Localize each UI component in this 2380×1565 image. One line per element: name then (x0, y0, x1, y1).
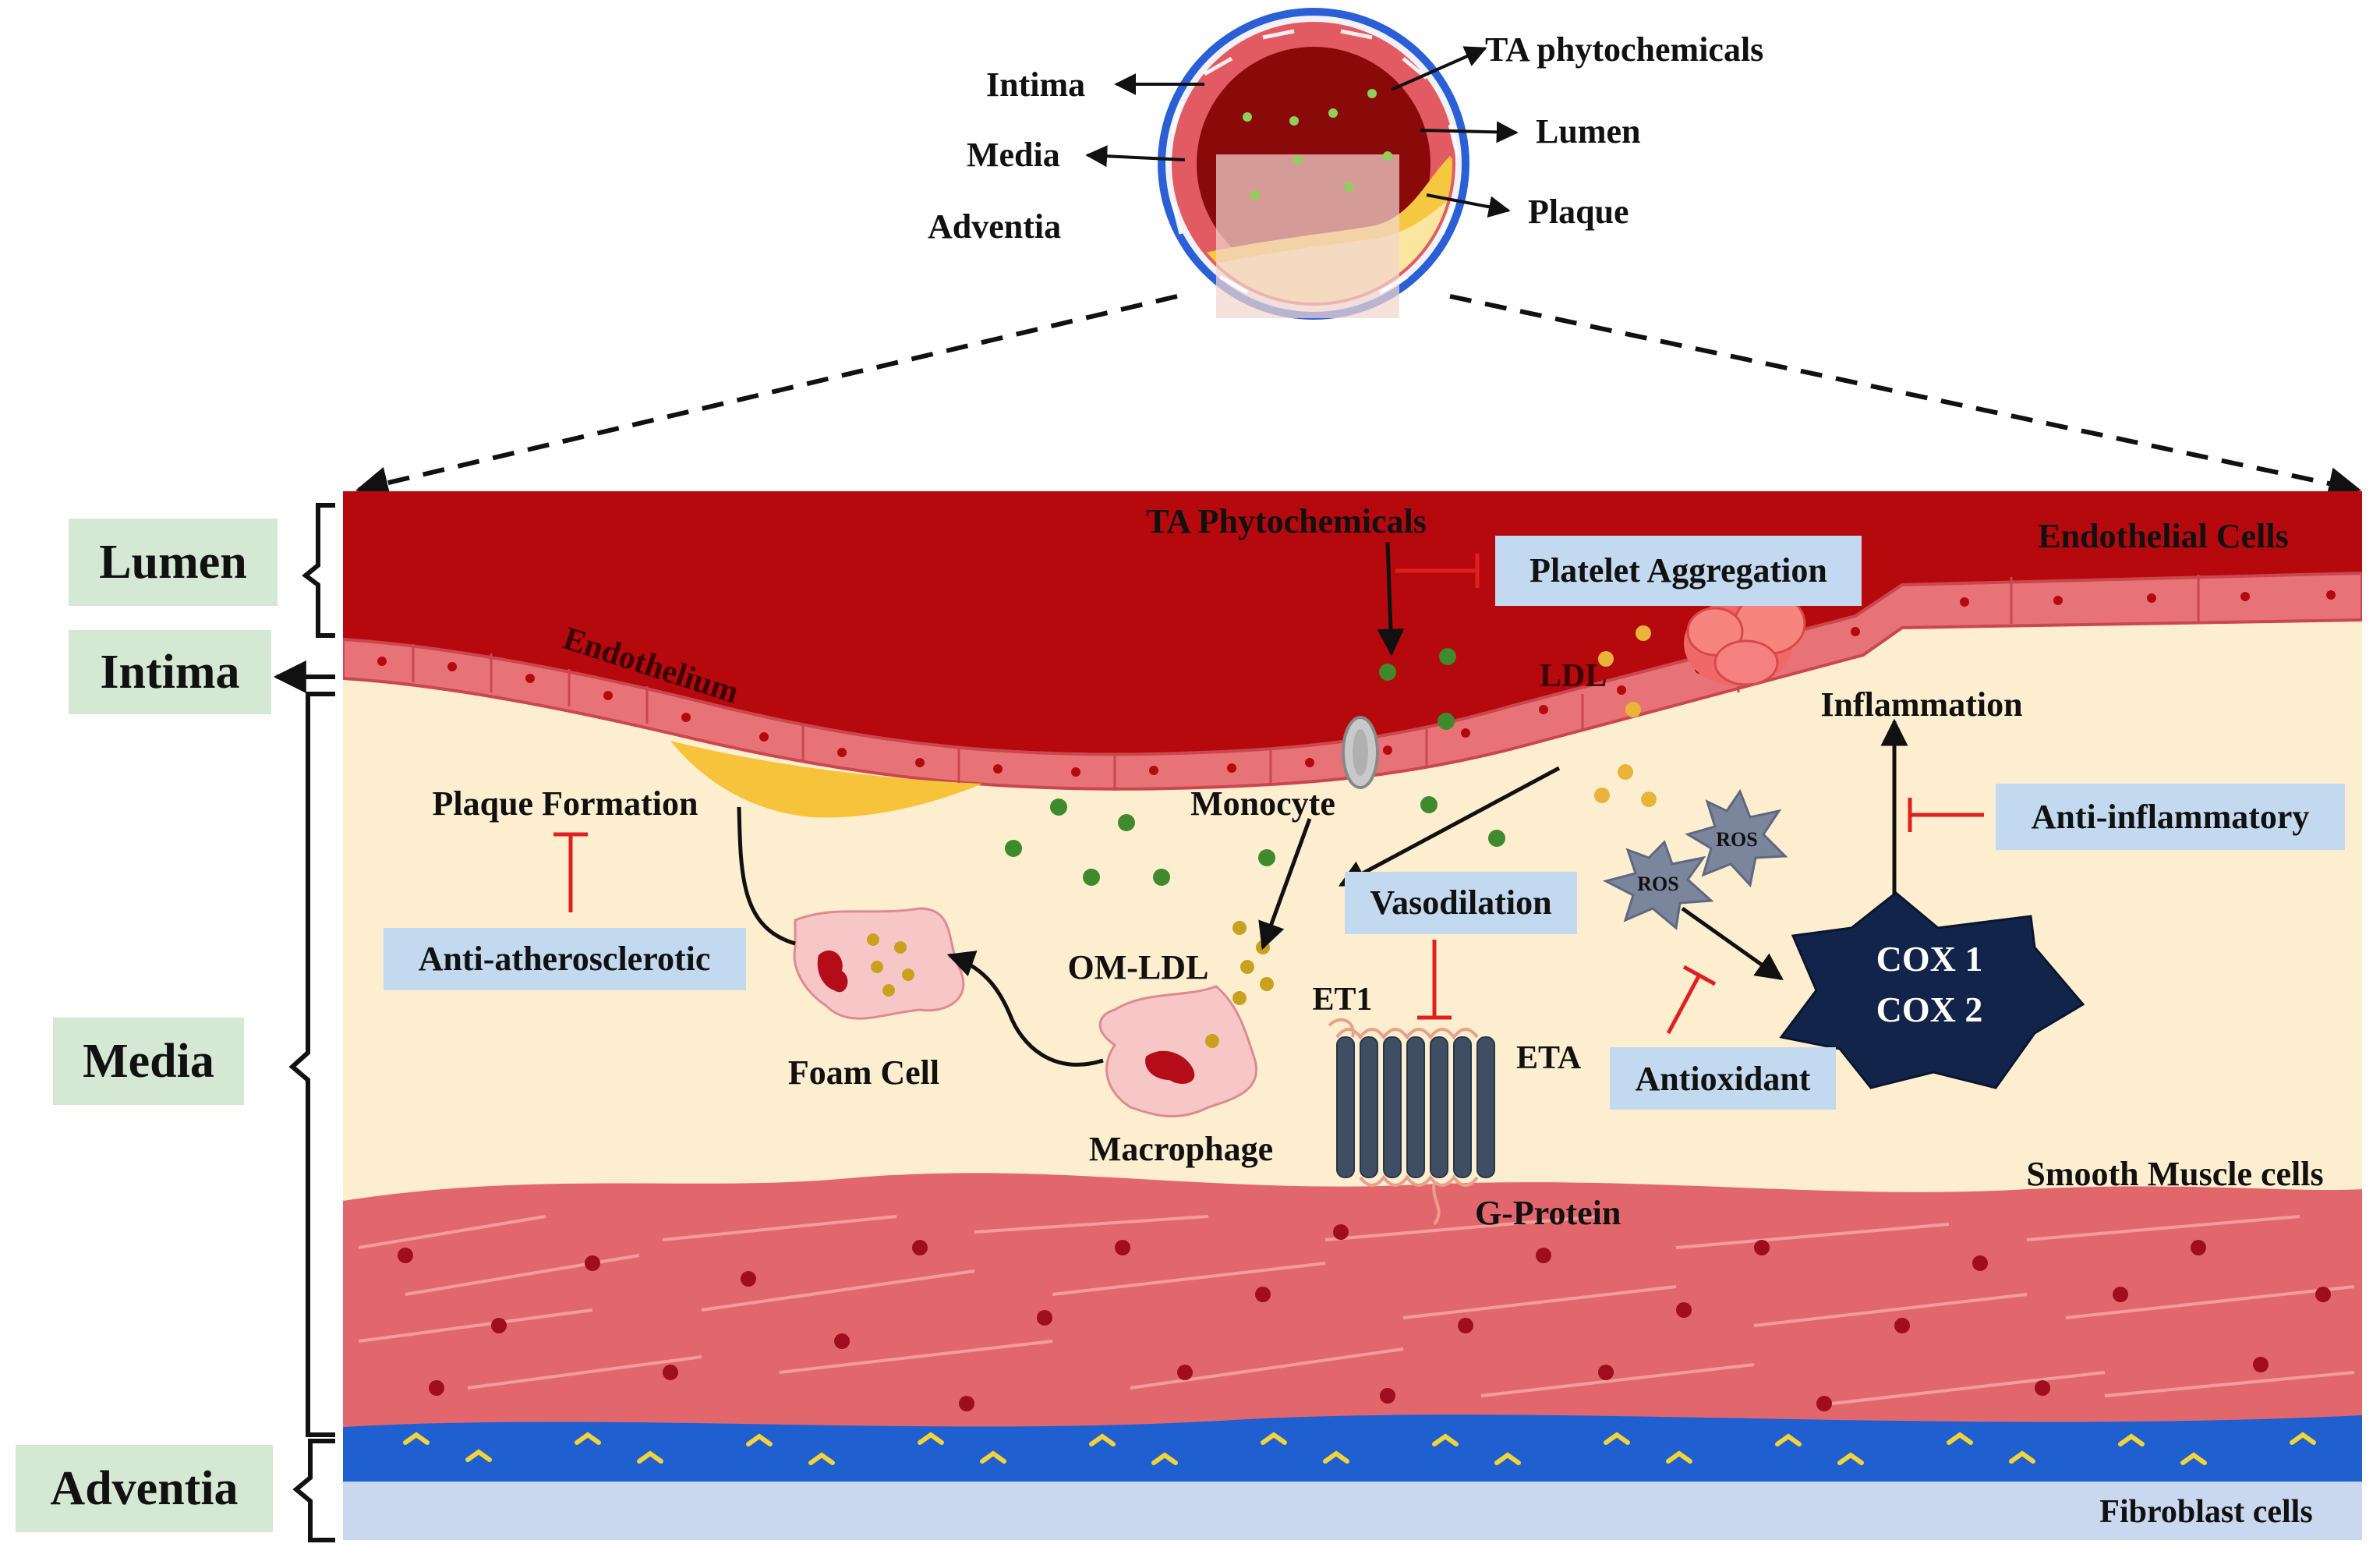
platelet-clot (1684, 593, 1806, 686)
smooth-muscle-nuclei (398, 1224, 2331, 1411)
anti-atherosclerotic-box: Anti-atherosclerotic (384, 928, 746, 990)
cox2-label: COX 2 (1876, 990, 1983, 1029)
endothelium-layer (343, 571, 2362, 791)
monocyte-cell (1342, 716, 1379, 789)
platelet-aggregation-box: Platelet Aggregation (1495, 536, 1862, 606)
plaque (670, 741, 982, 818)
platelet-aggregation-label: Platelet Aggregation (1529, 551, 1827, 590)
anti-atherosclerotic-label: Anti-atherosclerotic (419, 940, 711, 978)
overview-ta-phytochemicals-label: TA phytochemicals (1485, 30, 1763, 69)
antioxidant-box: Antioxidant (1610, 1047, 1836, 1110)
anti-inflammatory-label: Anti-inflammatory (2032, 798, 2310, 836)
ros-label: ROS (1716, 828, 1757, 851)
ros-label: ROS (1637, 873, 1678, 895)
lumen-region-box: Lumen (69, 519, 278, 606)
intima-region-box: Intima (69, 630, 271, 714)
overview-lumen-label: Lumen (1536, 112, 1640, 150)
vessel-phytochemicals (1243, 89, 1392, 200)
vasodilation-label: Vasodilation (1370, 883, 1551, 922)
monocyte-label: Monocyte (1190, 784, 1335, 823)
g-protein-label: G-Protein (1475, 1194, 1621, 1232)
phytochemical-dots (1005, 648, 1505, 886)
adventia-region-box: Adventia (16, 1445, 273, 1532)
adventia-region-label: Adventia (50, 1461, 239, 1515)
anti-inflammatory-box: Anti-inflammatory (1996, 784, 2345, 850)
eta-label: ETA (1516, 1040, 1582, 1076)
smooth-muscle-layer (343, 1173, 2362, 1435)
overview-labels (1085, 46, 1519, 218)
overview-intima-label: Intima (986, 66, 1085, 104)
vessel-wall-cells (1171, 29, 1460, 295)
foam-cell (793, 907, 965, 1020)
fibroblast-cells-label: Fibroblast cells (2099, 1494, 2312, 1530)
cox1-label: COX 1 (1876, 939, 1983, 979)
inflammation-label: Inflammation (1820, 685, 2022, 724)
vessel-cross-section (1158, 8, 1469, 320)
smooth-muscle-fibers (358, 1215, 2355, 1405)
endothelial-cell-borders (412, 575, 2200, 791)
macrophage-label: Macrophage (1089, 1130, 1273, 1168)
ros-star-2: ROS (1602, 840, 1714, 930)
smooth-muscle-cells-label: Smooth Muscle cells (2026, 1155, 2323, 1193)
overview-adventia-label: Adventia (928, 207, 1061, 246)
ta-phytochemicals-label: TA Phytochemicals (1146, 502, 1427, 540)
media-region-label: Media (83, 1034, 214, 1088)
endothelial-cells-label: Endothelial Cells (2038, 517, 2289, 555)
cox-star: COX 1 COX 2 (1779, 891, 2085, 1089)
endothelial-nuclei (377, 590, 2336, 777)
om-ldl-label: OM-LDL (1068, 948, 1209, 986)
process-arrows (737, 541, 1908, 1067)
antioxidant-label: Antioxidant (1636, 1060, 1811, 1098)
overview-plaque-label: Plaque (1528, 193, 1629, 231)
ros-star-1: ROS (1685, 788, 1788, 888)
intima-region-label: Intima (100, 645, 240, 699)
ldl-dots (1594, 625, 1657, 807)
vasodilation-box: Vasodilation (1345, 872, 1577, 934)
fibroblast-cells (403, 1432, 2316, 1465)
eta-receptor (1328, 1018, 1495, 1226)
media-region-box: Media (53, 1018, 244, 1105)
macrophage (1098, 985, 1258, 1117)
inhibition-markers (553, 554, 1984, 1035)
fibroblast-layer (343, 1482, 2362, 1540)
region-brackets (273, 503, 335, 1542)
plaque-formation-label: Plaque Formation (433, 784, 698, 823)
lumen-region-label: Lumen (99, 535, 247, 589)
et1-label: ET1 (1312, 982, 1372, 1018)
foam-cell-label: Foam Cell (788, 1053, 939, 1092)
overview-media-label: Media (967, 136, 1060, 174)
ldl-label: LDL (1540, 658, 1607, 694)
zoom-lines (355, 294, 2362, 500)
